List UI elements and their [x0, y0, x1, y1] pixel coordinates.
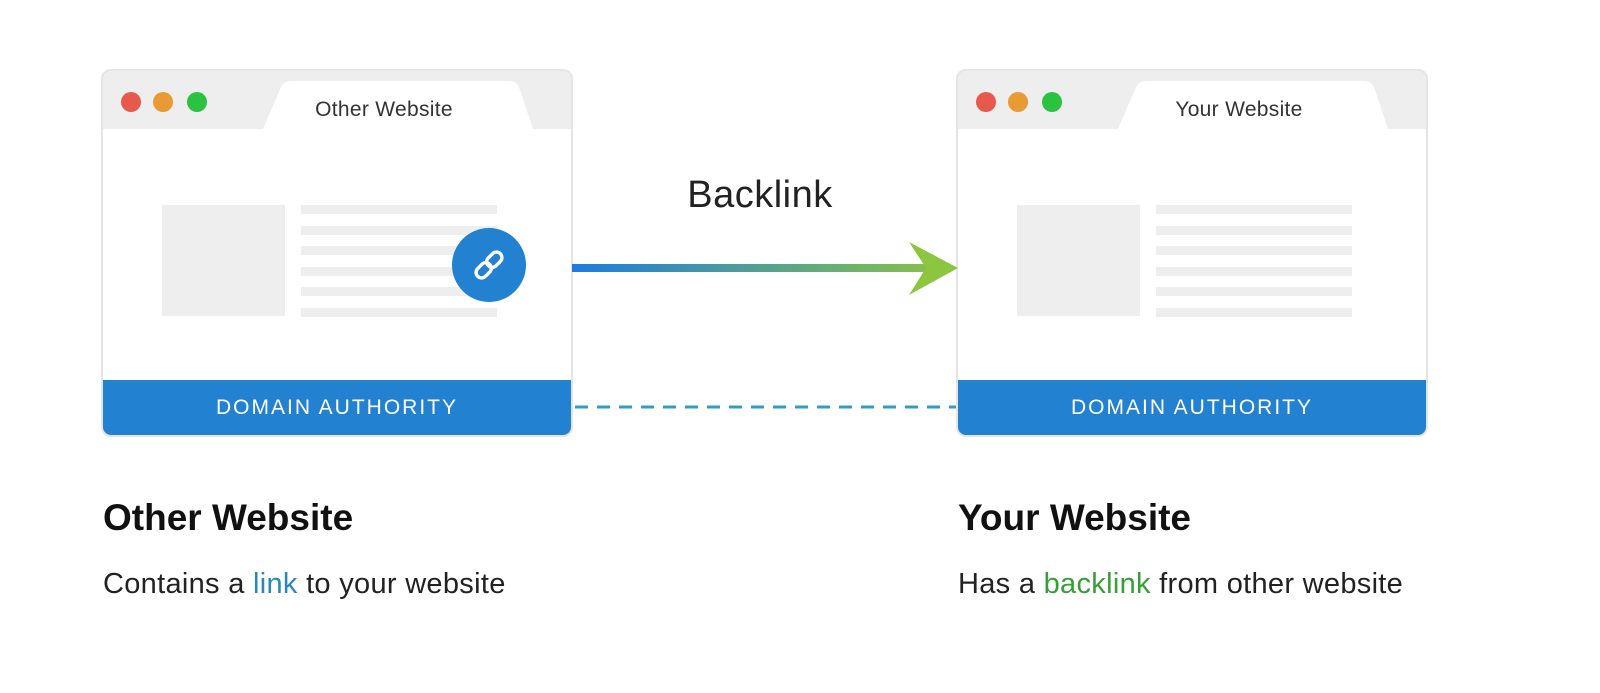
- window-titlebar: Other Website: [103, 71, 571, 129]
- browser-tab-title[interactable]: Your Website: [1175, 98, 1303, 121]
- backlink-label: Backlink: [687, 174, 833, 216]
- text-line-placeholder: [301, 287, 497, 296]
- your-website-heading: Your Website: [958, 497, 1192, 538]
- text-line-placeholder: [1156, 205, 1352, 214]
- caption-text: from other website: [1150, 568, 1404, 600]
- link-highlight: link: [253, 568, 298, 600]
- browser-tab-shape: [1118, 81, 1388, 129]
- link-icon: [474, 250, 504, 280]
- window-titlebar: Your Website: [958, 71, 1426, 129]
- image-placeholder: [1017, 205, 1140, 316]
- text-line-placeholder: [301, 225, 497, 235]
- caption-text: Has a: [958, 568, 1044, 600]
- minimize-dot-icon[interactable]: [1008, 92, 1028, 112]
- backlink-arrow: [572, 242, 958, 295]
- other-website-heading: Other Website: [103, 497, 354, 538]
- browser-tab-title[interactable]: Other Website: [315, 98, 453, 121]
- text-line-placeholder: [301, 205, 497, 214]
- caption-text: to your website: [297, 568, 506, 600]
- minimize-dot-icon[interactable]: [153, 92, 173, 112]
- maximize-dot-icon[interactable]: [1042, 92, 1062, 112]
- text-line-placeholder: [301, 266, 497, 276]
- link-badge: [452, 228, 526, 302]
- other-website-window: Other Website DOMAIN AUTHORITY: [103, 71, 571, 435]
- text-line-placeholder: [1156, 246, 1352, 255]
- domain-authority-bar: DOMAIN AUTHORITY: [958, 380, 1426, 435]
- backlink-highlight: backlink: [1043, 568, 1151, 600]
- close-dot-icon[interactable]: [976, 92, 996, 112]
- text-line-placeholder: [1156, 287, 1352, 296]
- your-website-window: Your Website DOMAIN AUTHORITY: [958, 71, 1426, 435]
- text-placeholder-lines: [301, 205, 497, 328]
- text-line-placeholder: [301, 246, 497, 255]
- text-line-placeholder: [301, 307, 497, 317]
- text-line-placeholder: [1156, 307, 1352, 317]
- text-placeholder-lines: [1156, 205, 1352, 328]
- text-line-placeholder: [1156, 225, 1352, 235]
- browser-tab-shape: [263, 81, 533, 129]
- arrow-shaft: [572, 264, 930, 272]
- image-placeholder: [162, 205, 285, 316]
- arrow-head-icon: [909, 242, 958, 295]
- other-website-description: Contains a link to your website: [103, 568, 506, 601]
- maximize-dot-icon[interactable]: [187, 92, 207, 112]
- domain-authority-bar: DOMAIN AUTHORITY: [103, 380, 571, 435]
- caption-text: Contains a: [103, 568, 253, 600]
- close-dot-icon[interactable]: [121, 92, 141, 112]
- text-line-placeholder: [1156, 266, 1352, 276]
- your-website-description: Has a backlink from other website: [958, 568, 1403, 601]
